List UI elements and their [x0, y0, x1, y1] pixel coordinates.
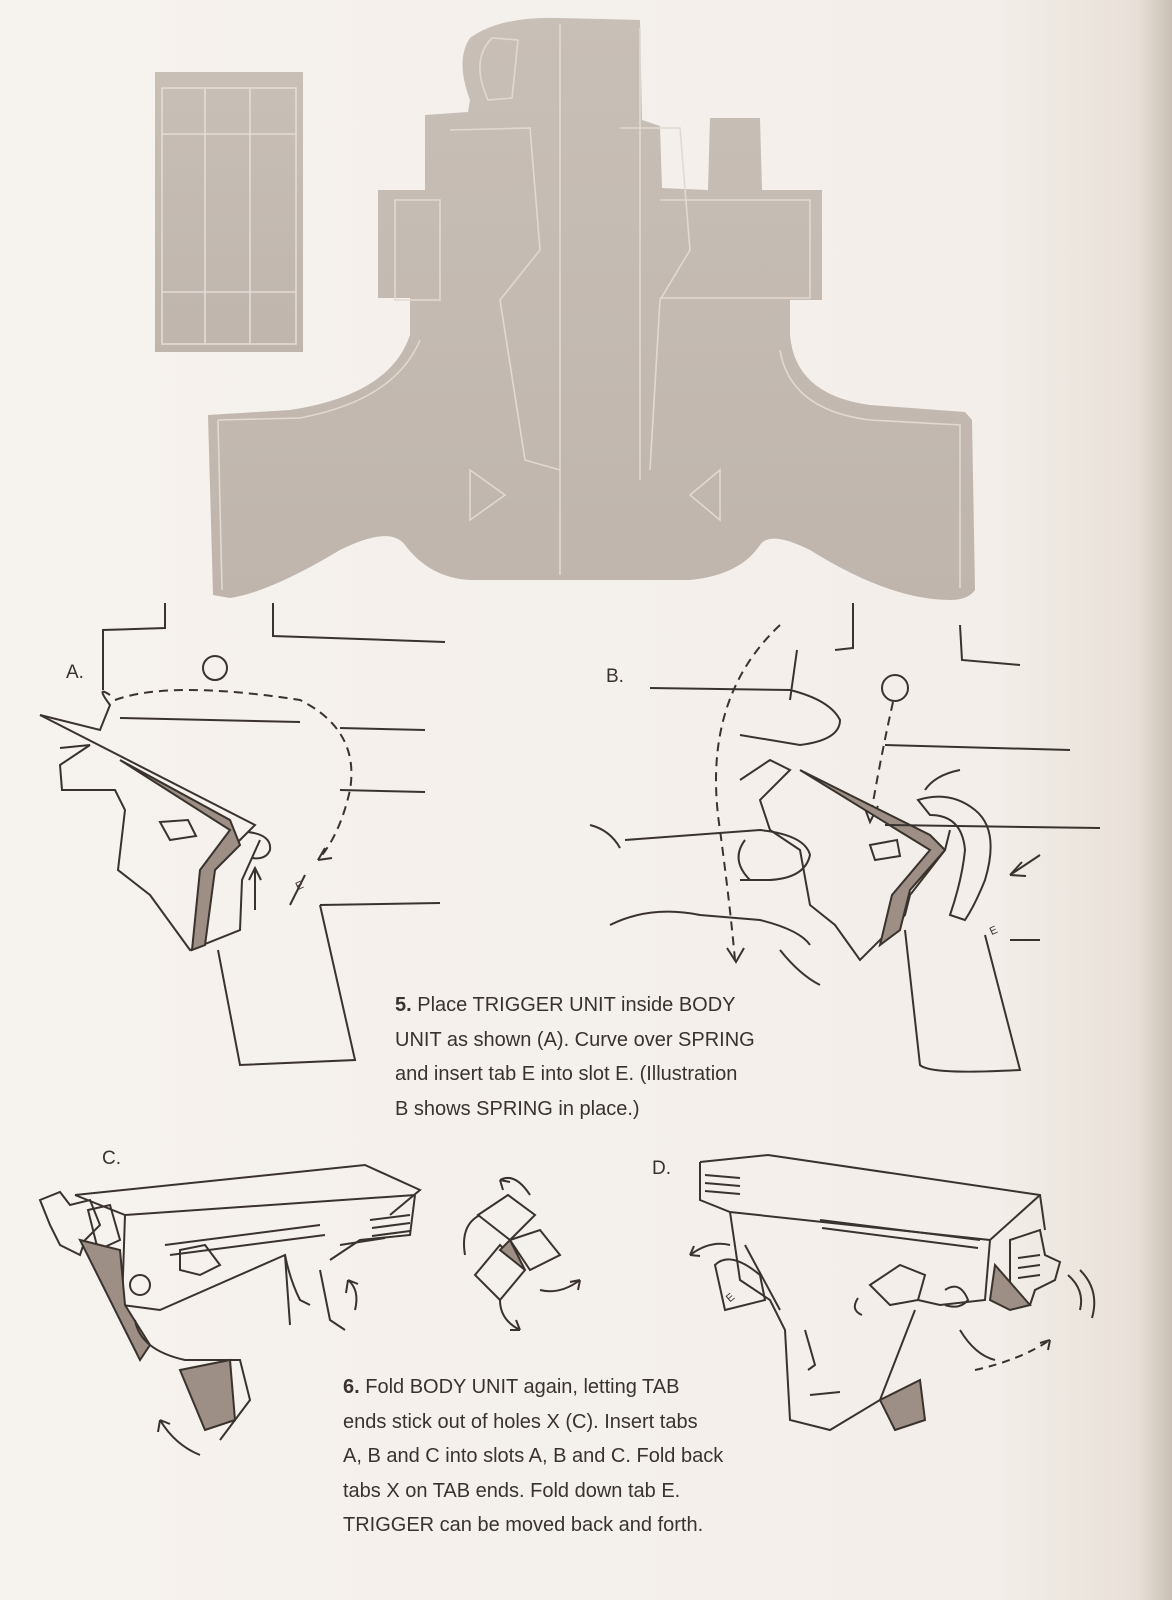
step-6-line-3: A, B and C into slots A, B and C. Fold b… — [343, 1439, 723, 1474]
step-5-instructions: 5. Place TRIGGER UNIT inside BODY UNIT a… — [395, 988, 755, 1126]
step-6-line-1: 6. Fold BODY UNIT again, letting TAB — [343, 1370, 723, 1405]
step-6-number: 6. — [343, 1376, 360, 1398]
figure-label-d: D. — [652, 1158, 671, 1180]
figure-label-c: C. — [102, 1148, 121, 1170]
step-5-line-4: B shows SPRING in place.) — [395, 1092, 755, 1127]
step-5-line-1: 5. Place TRIGGER UNIT inside BODY — [395, 988, 755, 1023]
step-6-line-2: ends stick out of holes X (C). Insert ta… — [343, 1405, 723, 1440]
body-unit-cutout — [208, 18, 975, 600]
figure-a-drawing — [40, 603, 445, 1065]
small-cutout-piece — [155, 72, 303, 352]
step-5-line-2: UNIT as shown (A). Curve over SPRING — [395, 1023, 755, 1058]
step-5-line-3: and insert tab E into slot E. (Illustrat… — [395, 1057, 755, 1092]
step-6-instructions: 6. Fold BODY UNIT again, letting TAB end… — [343, 1370, 723, 1543]
figure-label-a: A. — [66, 662, 84, 684]
step-6-line-4: tabs X on TAB ends. Fold down tab E. — [343, 1474, 723, 1509]
figure-d-drawing — [690, 1155, 1094, 1430]
tab-rotation-detail — [464, 1178, 580, 1330]
step-5-number: 5. — [395, 994, 412, 1016]
figure-label-b: B. — [606, 666, 624, 688]
step-6-line-5: TRIGGER can be moved back and forth. — [343, 1508, 723, 1543]
